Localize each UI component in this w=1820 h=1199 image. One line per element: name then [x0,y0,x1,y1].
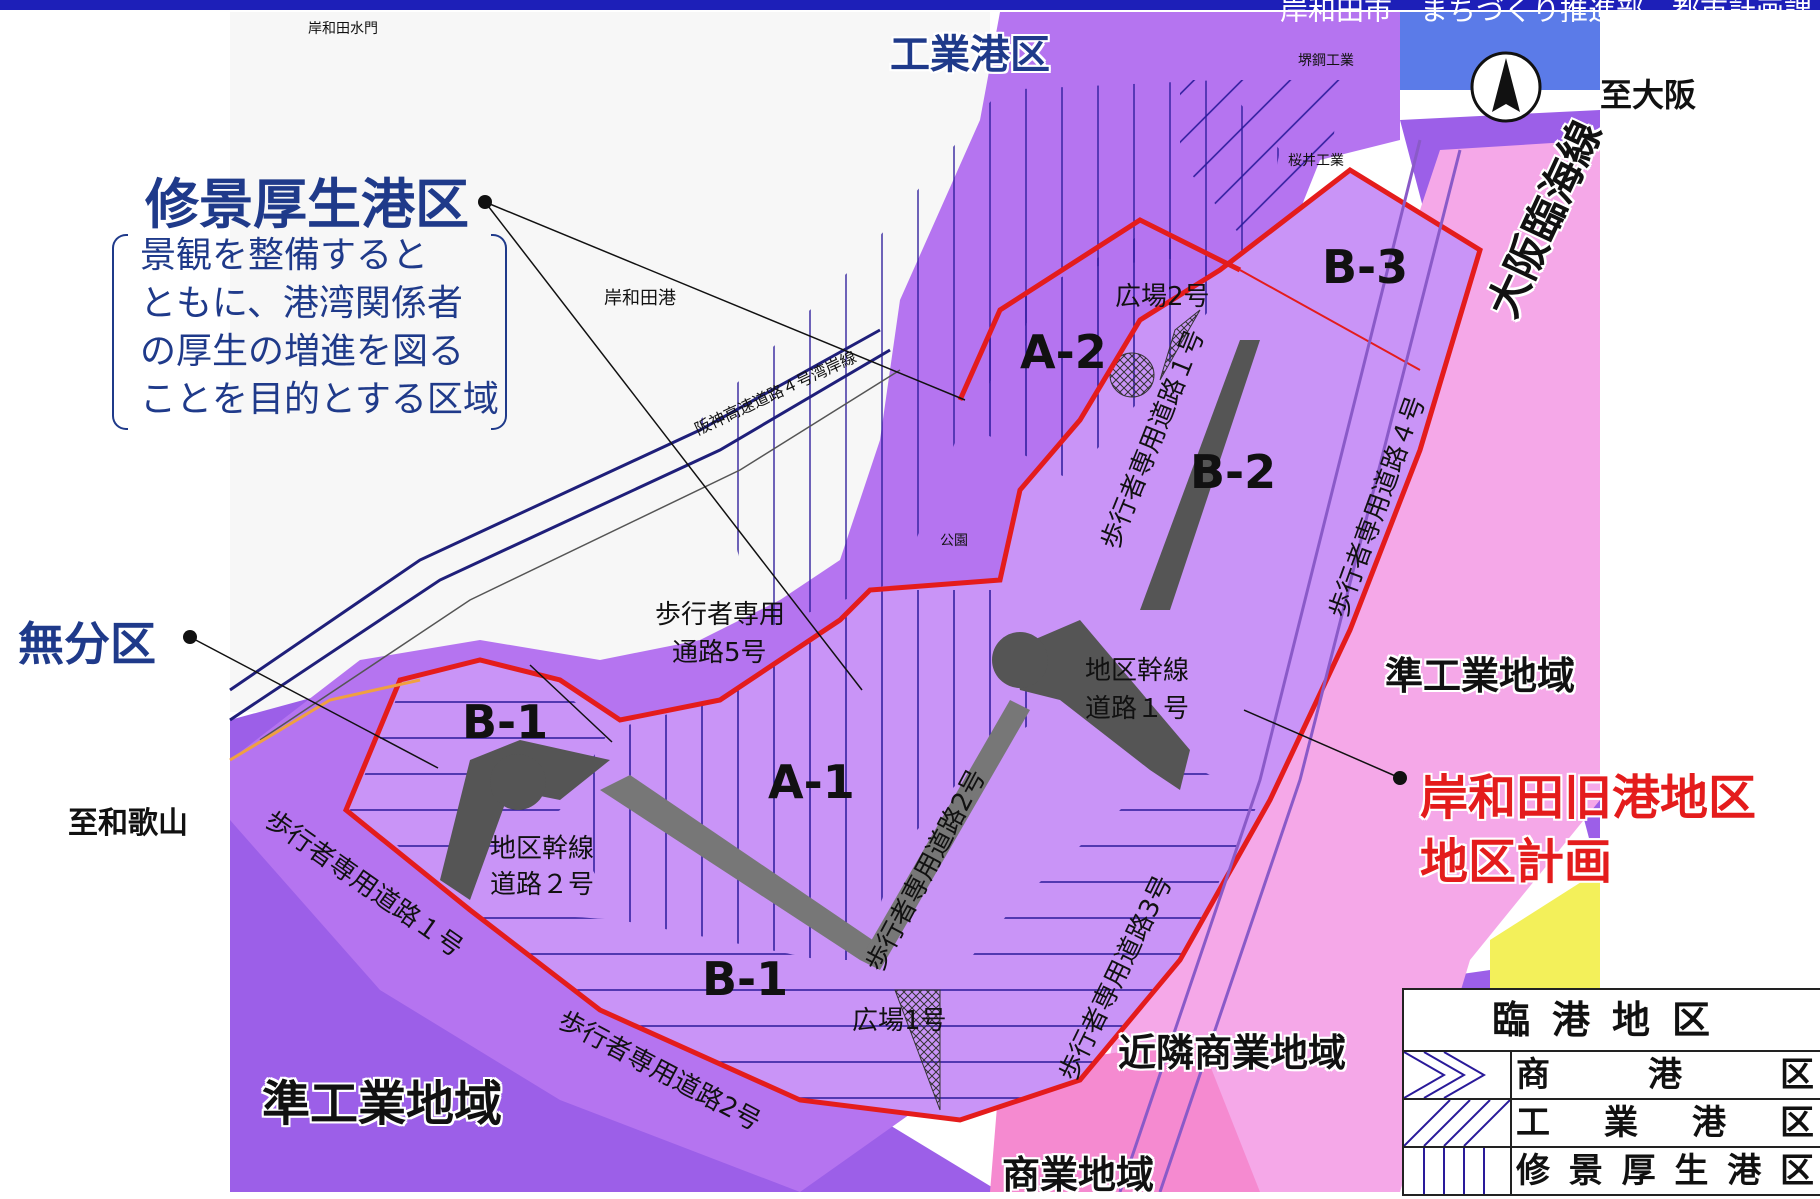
pointer-district-plan [1243,709,1401,779]
road-trunk-1 [1010,620,1190,790]
road-ped-1-right [1140,340,1260,610]
zone-a1-label: A-1 [768,755,855,809]
legend-label: 修景厚生港区 [1516,1151,1814,1191]
plaza-2-circle [1109,352,1155,398]
legend: 臨港地区 商港区 工業港区 修景厚生港区 [1402,988,1820,1196]
plaza-circle-trunk2 [490,754,546,810]
to-wakayama-label: 至和歌山 [68,806,188,841]
commercial-label: 商業地域 [1002,1153,1155,1197]
factory-label-2: 桜井工業 [1288,153,1344,169]
shukei-desc-line: の厚生の増進を図る [140,331,465,372]
a1-hatch [560,590,1060,960]
to-osaka-label: 至大阪 [1600,76,1697,114]
legend-label: 工業港区 [1516,1103,1814,1143]
legend-row-shukei-port: 修景厚生港区 [1404,1148,1820,1194]
legend-title: 臨港地区 [1404,990,1820,1052]
shukei-title: 修景厚生港区 [145,173,469,236]
legend-label: 商港区 [1516,1055,1814,1095]
industrial-port-label: 工業港区 [890,32,1050,78]
trunk-road-1-line2: 道路１号 [1085,694,1190,724]
ped-road-5-line1: 歩行者専用 [655,600,786,630]
blue-zone [1400,12,1600,90]
zone-b1-top-label: B-1 [462,695,549,749]
zone-b3-label: B-3 [1322,240,1409,294]
legend-swatch-chevron-icon [1404,1052,1512,1098]
semi-industrial-left-label: 準工業地域 [262,1076,503,1132]
trunk-road-1-line1: 地区幹線 [1085,656,1190,686]
district-plan-title-2: 地区計画 [1420,834,1613,890]
plaza-2-label: 広場2号 [1115,282,1210,312]
semi-industrial-right-label: 準工業地域 [1385,654,1576,698]
header-text: 岸和田市 まちづくり推進部 都市計画課 [1279,0,1812,22]
header-bar [0,0,1820,10]
mubun-label: 無分区 [18,617,156,671]
pointer-shukei-a1 [484,201,863,691]
factory-label-1: 堺鋼工業 [1298,53,1354,69]
port-name-label: 岸和田港 [604,288,676,309]
pointer-mubun [189,636,439,769]
b1-hatch-bottom [470,760,1260,1120]
district-plan-title-1: 岸和田旧港地区 [1420,770,1757,826]
shukei-description: 景観を整備すると ともに、港湾関係者 の厚生の増進を図る ことを目的とする区域 [112,232,507,430]
shukei-desc-line: 景観を整備すると [140,235,429,276]
near-commercial-label: 近隣商業地域 [1118,1031,1347,1075]
legend-swatch-vertical-icon [1404,1148,1512,1194]
trunk-road-2-line1: 地区幹線 [490,834,595,864]
park-label: 公園 [940,533,968,549]
zone-b1-bottom-label: B-1 [702,952,789,1006]
shukei-desc-line: ことを目的とする区域 [140,379,499,420]
b3-divider [1239,269,1421,371]
shukei-desc-line: ともに、港湾関係者 [140,283,463,324]
trunk-road-2-line2: 道路２号 [490,870,595,900]
industrial-port-hatch [1180,80,1340,260]
north-arrow-icon [1470,51,1542,123]
pointer-ped5 [529,664,613,743]
district-plan-border [342,166,1483,1123]
industrial-yellow-zone [1490,870,1600,990]
plaza-circle-trunk1 [992,632,1048,688]
plaza-1-label: 広場1号 [852,1006,947,1036]
zone-a2-label: A-2 [1020,325,1107,379]
expressway [229,328,881,692]
legend-swatch-diagonal-icon [1404,1100,1512,1146]
road-trunk-2 [440,740,610,900]
zone-b2-label: B-2 [1190,445,1277,499]
road-ped-2-up [860,700,1030,970]
ped-road-5-line2: 通路5号 [672,638,767,668]
pointer-shukei-a2 [484,201,966,401]
a2-border [957,217,1242,402]
road-ped-2-diag [600,775,880,960]
water-edge [229,678,421,762]
legend-row-commercial-port: 商港区 [1404,1052,1820,1100]
a2-hatch [960,230,1240,480]
plaza-1-triangle [894,989,941,1111]
legend-row-industrial-port: 工業港区 [1404,1100,1820,1148]
water-gate-label: 岸和田水門 [308,21,378,37]
plaza-2-triangle [1159,309,1201,381]
